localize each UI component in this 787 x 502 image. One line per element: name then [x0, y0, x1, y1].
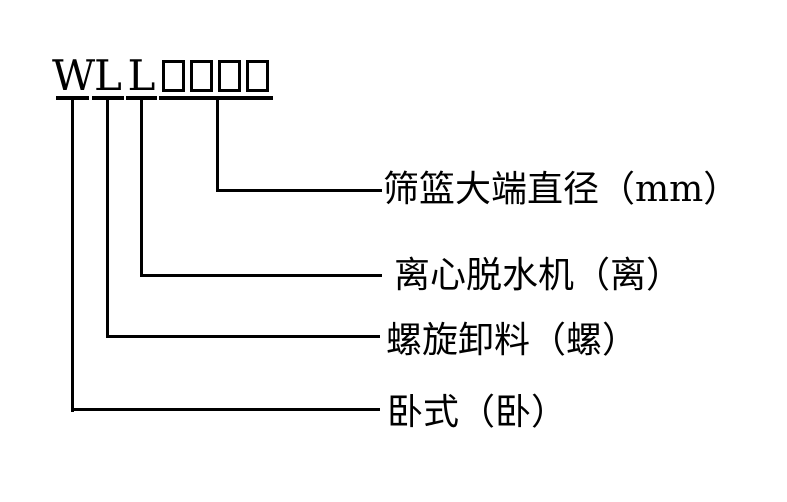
digit-box	[246, 60, 269, 92]
code-letter-l1: L	[94, 51, 122, 100]
label-screw-discharge: 螺旋卸料（螺）	[386, 320, 639, 361]
connector-vertical-boxes	[216, 99, 219, 192]
connector-vertical-w	[71, 99, 74, 412]
digit-box	[218, 60, 241, 92]
underline-boxes	[159, 96, 273, 100]
digit-box	[162, 60, 185, 92]
connector-horizontal-horizontal-type	[71, 408, 380, 411]
label-basket-large-end-diameter: 筛篮大端直径（mm）	[383, 169, 740, 210]
label-centrifugal-dewatering-machine: 离心脱水机（离）	[394, 255, 683, 296]
underline-l2	[126, 96, 157, 100]
label-horizontal-type: 卧式（卧）	[387, 392, 568, 433]
connector-horizontal-screw	[106, 335, 380, 338]
underline-l1	[92, 96, 124, 100]
connector-horizontal-centrifugal	[140, 274, 382, 277]
code-letter-w: W	[52, 51, 96, 100]
digit-boxes	[162, 60, 269, 92]
connector-horizontal-basket-diameter	[216, 189, 382, 192]
digit-box	[190, 60, 213, 92]
connector-vertical-l1	[106, 99, 109, 338]
underline-w	[56, 96, 89, 100]
connector-vertical-l2	[140, 99, 143, 277]
code-letter-l2: L	[127, 51, 156, 100]
